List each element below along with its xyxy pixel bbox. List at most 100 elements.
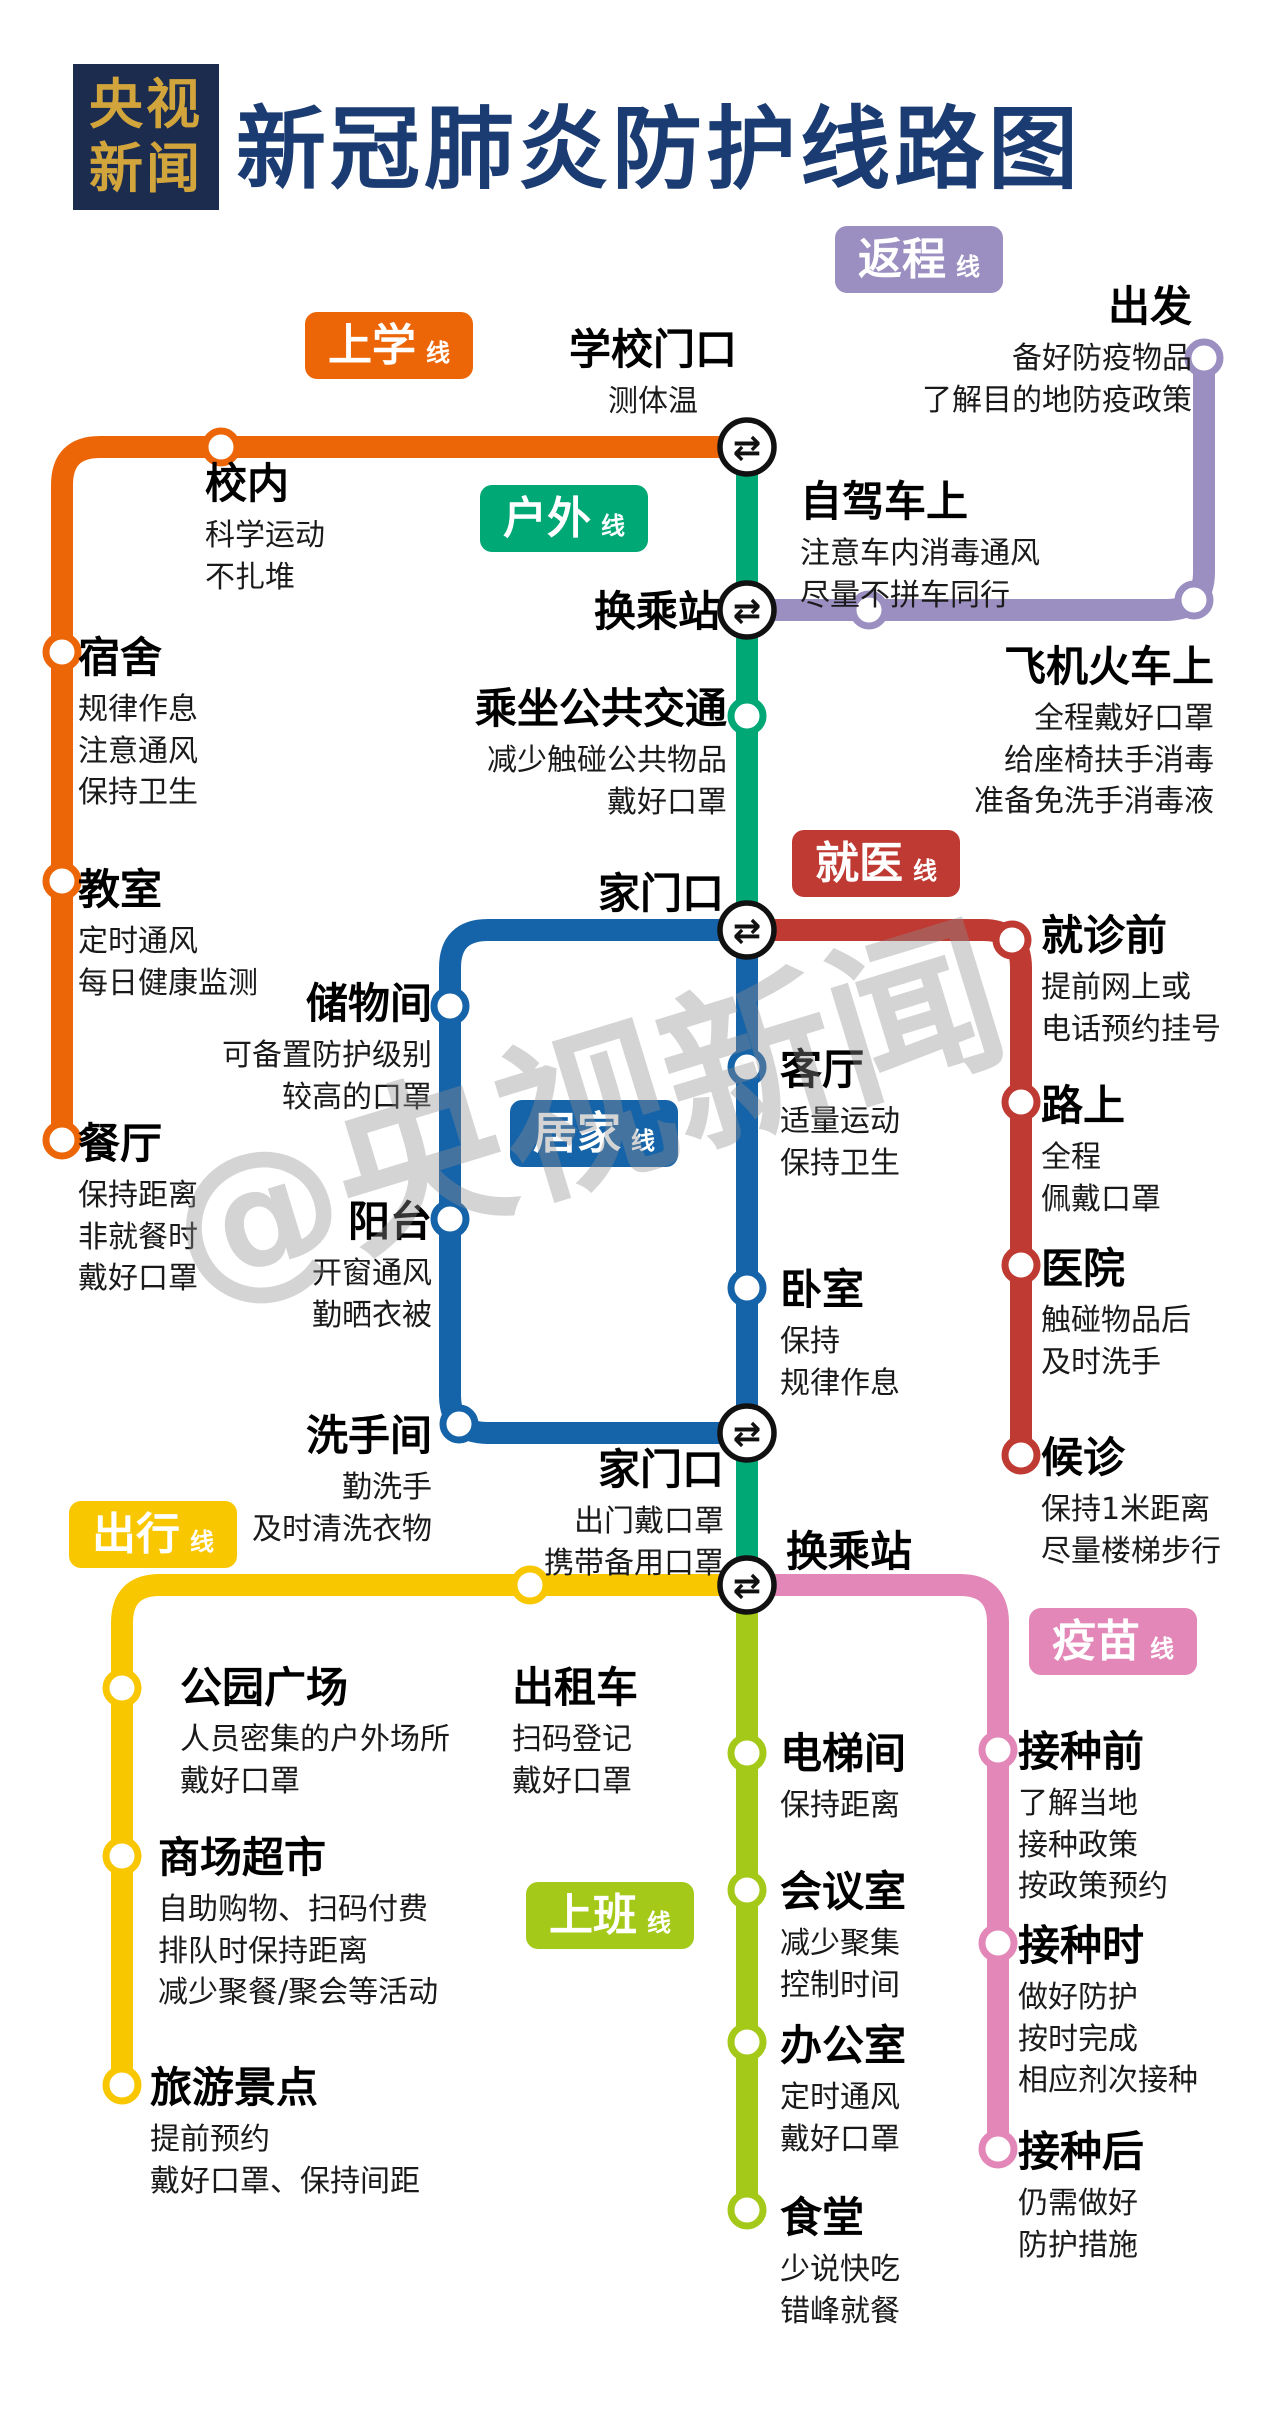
line-badge-huwai: 户外 线	[480, 485, 648, 552]
station-xiaonei: 校内 科学运动 不扎堆	[205, 459, 325, 598]
station-huanchengzhan-2: 换乘站	[786, 1527, 913, 1576]
station-name: 家门口	[597, 1445, 724, 1494]
station-name: 乘坐公共交通	[474, 684, 727, 733]
station-desc: 保持距离	[780, 1788, 900, 1824]
station-name: 接种前	[1018, 1727, 1145, 1776]
station-name: 换乘站	[593, 587, 720, 636]
badge-label: 居家	[533, 1107, 621, 1159]
station-desc: 减少聚集 控制时间	[780, 1926, 900, 2003]
station-diantijian: 电梯间 保持距离	[780, 1729, 906, 1827]
station-desc: 出门戴口罩 携带备用口罩	[544, 1504, 724, 1581]
badge-label: 就医	[815, 837, 903, 889]
cctv-news-logo: 央视 新闻	[73, 64, 219, 210]
badge-suffix: 线	[601, 511, 625, 540]
station-name: 医院	[1041, 1244, 1126, 1293]
line-badge-yimiao: 疫苗 线	[1029, 1608, 1197, 1675]
station-dot-huiyishi	[727, 1870, 767, 1910]
station-name: 洗手间	[305, 1411, 432, 1460]
station-jiezhongqian: 接种前 了解当地 接种政策 按政策预约	[1018, 1727, 1168, 1907]
station-name: 宿舍	[78, 633, 163, 682]
station-yiyuan: 医院 触碰物品后 及时洗手	[1041, 1244, 1191, 1383]
station-dot-yiyuan	[1001, 1245, 1041, 1285]
station-desc: 勤洗手 及时清洗衣物	[252, 1470, 432, 1547]
station-shitang: 食堂 少说快吃 错峰就餐	[780, 2193, 900, 2332]
station-desc: 规律作息 注意通风 保持卫生	[78, 692, 198, 811]
station-dot-diantijian	[727, 1733, 767, 1773]
station-name: 家门口	[597, 869, 724, 918]
station-name: 接种时	[1018, 1921, 1145, 1970]
station-dot-jiaoshi	[42, 861, 82, 901]
station-name: 办公室	[780, 2021, 907, 2070]
station-bangongshi: 办公室 定时通风 戴好口罩	[780, 2021, 907, 2160]
page-title: 新冠肺炎防护线路图	[236, 97, 1082, 202]
station-desc: 注意车内消毒通风 尽量不拼车同行	[800, 536, 1040, 613]
station-dot-keting	[727, 1047, 767, 1087]
station-dot-woshi	[727, 1268, 767, 1308]
station-desc: 自助购物、扫码付费 排队时保持距离 减少聚餐/聚会等活动	[158, 1892, 439, 2011]
station-dot-jiezhongqian	[978, 1730, 1018, 1770]
station-name: 会议室	[780, 1867, 907, 1916]
badge-label: 疫苗	[1052, 1615, 1140, 1667]
station-name: 就诊前	[1041, 911, 1168, 960]
badge-label: 返程	[858, 233, 946, 285]
station-jiamenkou-1: 家门口	[597, 869, 724, 918]
station-dot-sushe	[42, 632, 82, 672]
station-name: 餐厅	[78, 1119, 163, 1168]
station-desc: 触碰物品后 及时洗手	[1041, 1303, 1191, 1380]
station-chuzuche: 出租车 扫码登记 戴好口罩	[512, 1663, 638, 1802]
station-name: 商场超市	[158, 1833, 327, 1882]
station-chuwujian: 储物间 可备置防护级别 较高的口罩	[222, 979, 432, 1118]
station-houzhen: 候诊 保持1米距离 尽量楼梯步行	[1041, 1433, 1221, 1572]
station-jiezhonghou: 接种后 仍需做好 防护措施	[1018, 2127, 1145, 2266]
station-desc: 提前预约 戴好口罩、保持间距	[150, 2122, 420, 2199]
station-dot-canting	[42, 1120, 82, 1160]
line-badge-shangxue: 上学 线	[305, 312, 473, 379]
station-desc: 保持1米距离 尽量楼梯步行	[1041, 1492, 1221, 1569]
station-desc: 保持距离 非就餐时 戴好口罩	[78, 1178, 198, 1297]
station-dot-zijiacheshang	[849, 590, 889, 630]
station-name: 阳台	[347, 1197, 432, 1246]
station-desc: 了解当地 接种政策 按政策预约	[1018, 1786, 1168, 1905]
station-dot-chuzuche	[510, 1565, 550, 1605]
station-dot-gongyuanguangchang	[102, 1668, 142, 1708]
station-desc: 仍需做好 防护措施	[1018, 2186, 1138, 2263]
station-name: 换乘站	[786, 1527, 913, 1576]
transfer-huanchengzhan-2	[720, 1558, 774, 1612]
badge-label: 上学	[328, 319, 416, 371]
station-desc: 科学运动 不扎堆	[205, 518, 325, 595]
station-desc: 测体温	[608, 384, 698, 420]
station-dot-xiaonei	[201, 427, 241, 467]
station-desc: 人员密集的户外场所 戴好口罩	[180, 1722, 450, 1799]
station-gongyuanguangchang: 公园广场 人员密集的户外场所 戴好口罩	[180, 1663, 450, 1802]
station-desc: 做好防护 按时完成 相应剂次接种	[1018, 1980, 1198, 2099]
station-jiaoshi: 教室 定时通风 每日健康监测	[78, 865, 258, 1004]
station-name: 路上	[1041, 1081, 1126, 1130]
station-desc: 开窗通风 勤晒衣被	[312, 1256, 432, 1333]
station-name: 储物间	[305, 979, 432, 1028]
station-name: 接种后	[1018, 2127, 1145, 2176]
station-name: 卧室	[780, 1265, 865, 1314]
station-dot-bangongshi	[727, 2022, 767, 2062]
line-badge-jiuyi: 就医 线	[792, 830, 960, 897]
station-desc: 少说快吃 错峰就餐	[780, 2252, 900, 2329]
line-badge-fancheng: 返程 线	[835, 226, 1003, 293]
logo-line-1: 央视	[89, 73, 203, 137]
station-name: 飞机火车上	[1003, 642, 1214, 691]
station-huanchengzhan-1: 换乘站	[593, 587, 720, 636]
station-name: 出发	[1107, 282, 1192, 331]
station-dot-chuwujian	[430, 986, 470, 1026]
station-jiamenkou-2: 家门口 出门戴口罩 携带备用口罩	[544, 1445, 724, 1584]
station-zijiacheshang: 自驾车上 注意车内消毒通风 尽量不拼车同行	[800, 477, 1040, 616]
line-badge-chuxing: 出行 线	[69, 1501, 237, 1568]
line-badge-shangban: 上班 线	[526, 1882, 694, 1949]
station-desc: 减少触碰公共物品 戴好口罩	[487, 743, 727, 820]
station-desc: 备好防疫物品 了解目的地防疫政策	[922, 341, 1192, 418]
station-dot-feijihuocheshang	[1174, 580, 1214, 620]
station-dot-lvyoujingdian	[102, 2065, 142, 2105]
station-desc: 扫码登记 戴好口罩	[512, 1722, 632, 1799]
station-feijihuocheshang: 飞机火车上 全程戴好口罩 给座椅扶手消毒 准备免洗手消毒液	[974, 642, 1214, 822]
station-desc: 全程戴好口罩 给座椅扶手消毒 准备免洗手消毒液	[974, 701, 1214, 820]
station-desc: 可备置防护级别 较高的口罩	[222, 1038, 432, 1115]
badge-suffix: 线	[956, 252, 980, 281]
badge-suffix: 线	[913, 856, 937, 885]
